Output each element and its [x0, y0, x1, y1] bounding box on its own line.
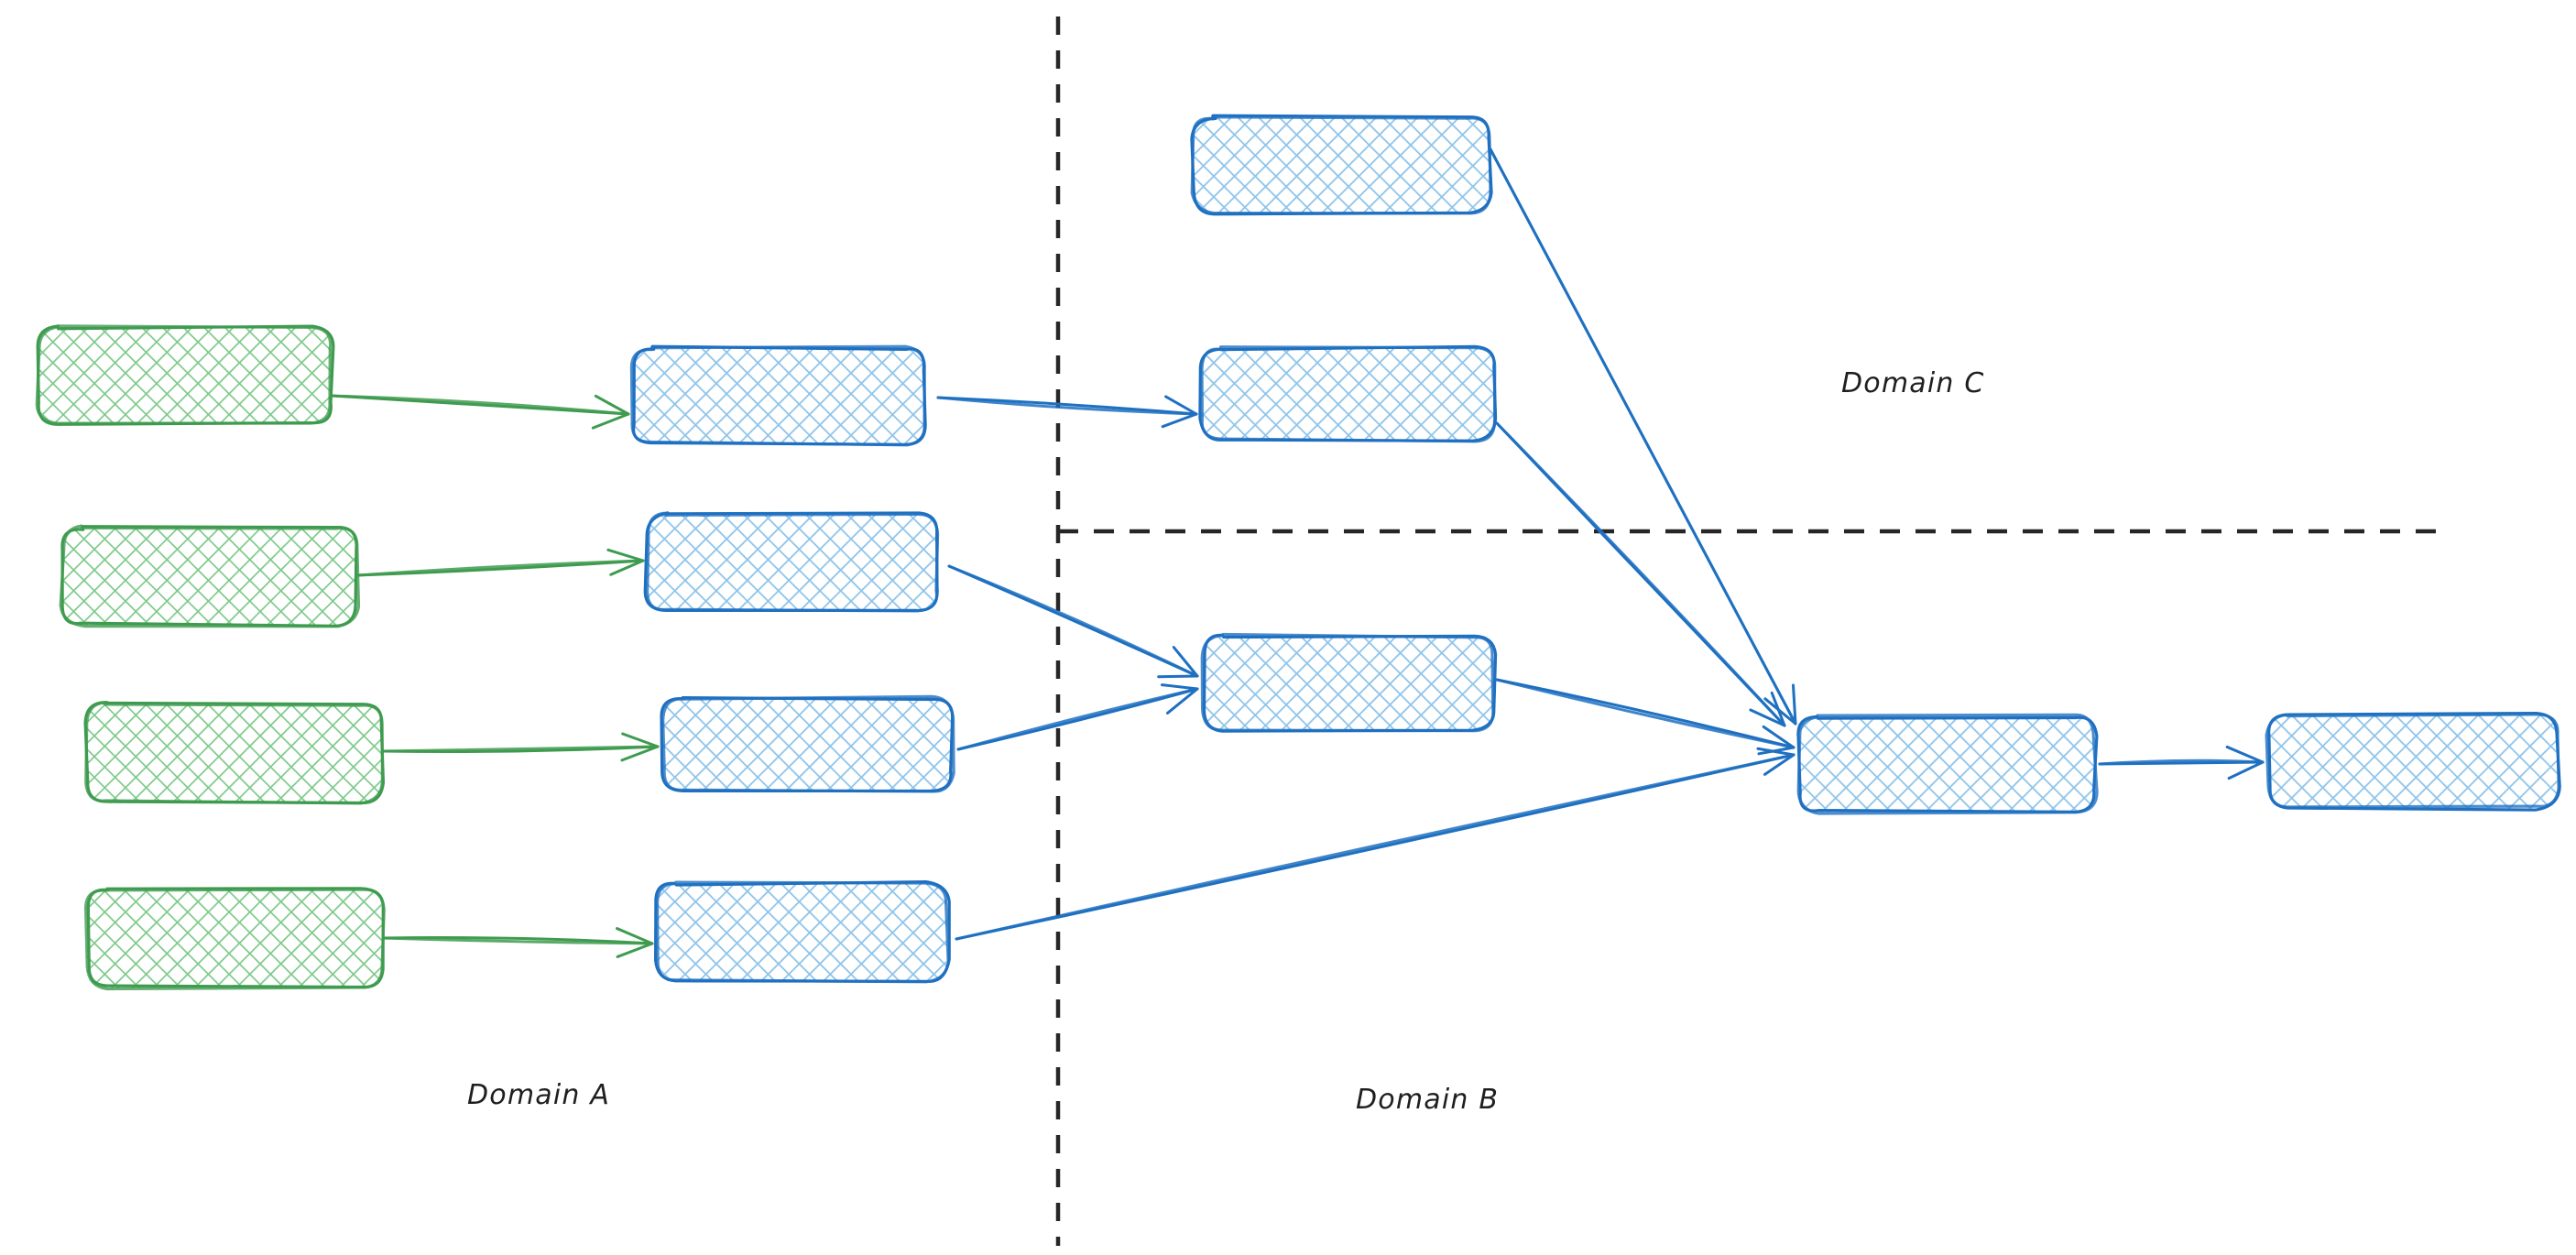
- node-a-mid-2[interactable]: [643, 511, 940, 613]
- node-outline: [35, 324, 333, 425]
- node-outline: [2265, 713, 2560, 809]
- arrowhead: [616, 942, 654, 958]
- node-a-in-1[interactable]: [35, 324, 335, 426]
- node-fill-hatch-b: [656, 882, 947, 981]
- node-fill-hatch-b: [87, 704, 383, 803]
- node-fill-hatch-b: [38, 327, 332, 423]
- arrowhead: [1762, 725, 1796, 749]
- node-outline: [1190, 115, 1492, 215]
- arrowhead: [621, 732, 660, 748]
- node-outline: [646, 511, 940, 613]
- edge-line: [355, 559, 645, 577]
- edge-line: [381, 936, 654, 945]
- label-domain-c: Domain C: [1841, 367, 1985, 399]
- node-outline: [1200, 632, 1495, 733]
- edge-a-mid-2-to-b-mid: [947, 564, 1199, 679]
- arrowhead: [2227, 760, 2265, 780]
- node-fill-hatch-b: [1202, 635, 1495, 730]
- edge-a-in-3-to-a-mid-3: [381, 732, 660, 762]
- node-outline: [83, 888, 386, 991]
- arrowhead: [1165, 687, 1199, 715]
- node-a-mid-3[interactable]: [660, 694, 955, 793]
- node-fill-hatch-b: [1193, 116, 1491, 213]
- arrowhead: [1160, 683, 1199, 691]
- edge-line: [381, 745, 660, 753]
- label-layer: Domain A Domain B Domain C: [467, 367, 1985, 1116]
- arrowhead: [1172, 646, 1199, 678]
- node-a-in-4[interactable]: [83, 887, 386, 991]
- node-outline: [655, 880, 950, 984]
- edge-line: [947, 564, 1199, 678]
- node-b-up[interactable]: [1198, 344, 1498, 443]
- arrowhead: [591, 412, 630, 430]
- arrowhead: [594, 394, 630, 416]
- arrowhead: [620, 745, 660, 762]
- arrowhead: [1749, 708, 1786, 727]
- node-fill-hatch-b: [86, 888, 383, 988]
- arrowhead: [616, 927, 654, 945]
- arrowhead: [606, 548, 645, 562]
- node-a-mid-1[interactable]: [629, 344, 927, 447]
- arrowhead: [2225, 745, 2265, 764]
- node-fill-hatch-b: [62, 528, 358, 626]
- edge-line: [2098, 758, 2265, 766]
- label-domain-a: Domain A: [467, 1079, 610, 1111]
- edge-line: [330, 394, 630, 416]
- edge-line: [1489, 147, 1797, 726]
- node-outline: [661, 694, 955, 793]
- label-domain-b: Domain B: [1356, 1084, 1499, 1116]
- node-fill-hatch-b: [646, 514, 939, 610]
- node-b-mid[interactable]: [1200, 632, 1498, 733]
- node-a-mid-4[interactable]: [653, 880, 951, 984]
- arrowhead: [1161, 412, 1198, 429]
- arrowhead: [1757, 746, 1796, 756]
- arrowhead: [1164, 395, 1198, 416]
- edge-a-mid-1-to-b-up: [936, 395, 1198, 429]
- node-fill-hatch-b: [631, 347, 926, 444]
- arrowhead: [1770, 691, 1786, 727]
- node-fill-hatch-b: [662, 697, 952, 791]
- node-b-top[interactable]: [1190, 114, 1493, 216]
- edge-line: [955, 753, 1796, 941]
- edge-line: [1495, 421, 1786, 727]
- edge-line: [1495, 678, 1796, 749]
- edge-a-mid-3-to-b-mid: [956, 683, 1199, 751]
- node-outline: [1796, 713, 2099, 815]
- edge-b-up-to-c-main: [1495, 421, 1786, 727]
- edge-a-in-1-to-a-mid-1: [330, 394, 630, 430]
- node-fill-hatch-b: [1201, 347, 1496, 441]
- edge-b-mid-to-c-main: [1495, 678, 1796, 756]
- arrowhead: [609, 559, 645, 576]
- arrowhead: [1157, 674, 1199, 679]
- edge-a-in-2-to-a-mid-2: [355, 548, 645, 577]
- edge-line: [381, 936, 654, 945]
- edge-line: [956, 687, 1199, 751]
- edge-line: [1495, 678, 1796, 749]
- edge-c-main-to-c-out: [2098, 745, 2265, 780]
- arrowhead: [1763, 753, 1796, 776]
- node-a-in-2[interactable]: [59, 524, 361, 628]
- node-layer: [35, 114, 2561, 991]
- edge-b-top-to-c-main: [1489, 147, 1797, 726]
- node-outline: [1200, 345, 1497, 443]
- node-a-in-3[interactable]: [83, 701, 386, 805]
- node-outline: [59, 524, 361, 628]
- node-fill-hatch-b: [1797, 715, 2095, 813]
- edge-layer: [330, 147, 2265, 958]
- node-c-main[interactable]: [1796, 713, 2099, 815]
- node-outline: [629, 344, 926, 447]
- edge-line: [936, 396, 1198, 416]
- node-outline: [84, 701, 384, 805]
- node-fill-hatch-b: [2267, 714, 2559, 809]
- edge-line: [936, 396, 1198, 416]
- divider-layer: [1055, 16, 2448, 1246]
- arrowhead: [1791, 683, 1797, 726]
- edge-a-mid-4-to-c-main: [955, 747, 1796, 941]
- node-c-out[interactable]: [2265, 711, 2561, 812]
- edge-a-in-4-to-a-mid-4: [381, 927, 654, 958]
